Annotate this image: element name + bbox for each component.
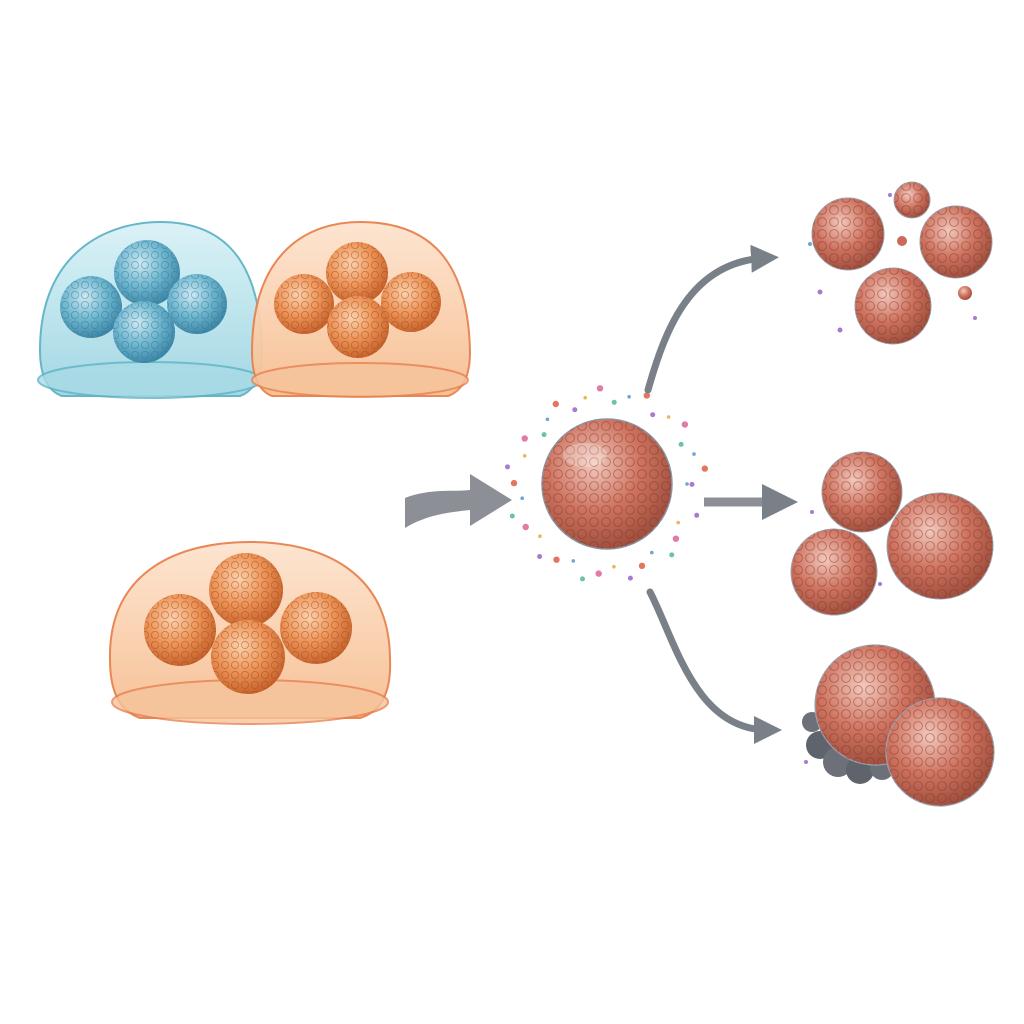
particle <box>612 564 616 569</box>
particle <box>650 550 654 555</box>
particle <box>510 479 518 487</box>
particle <box>553 556 560 563</box>
orange-dome-culture-top <box>250 220 472 398</box>
particle <box>701 465 708 472</box>
particle <box>611 399 617 405</box>
orange-spheroid <box>144 594 216 666</box>
secreted-particles <box>505 385 708 582</box>
orange-spheroid <box>209 553 283 627</box>
particle <box>521 435 528 442</box>
particle <box>627 575 633 581</box>
orange-spheroid <box>327 296 389 358</box>
particle <box>685 482 689 486</box>
red-spheroid <box>893 181 931 219</box>
particle <box>689 481 695 487</box>
blue-spheroid <box>167 274 227 334</box>
particle <box>694 512 700 518</box>
red-spheroid <box>821 451 903 533</box>
particle <box>627 395 631 399</box>
particle <box>545 417 550 422</box>
particle <box>505 464 510 470</box>
outcome-dispersed-spheroids <box>808 181 993 345</box>
red-spheroid <box>886 492 994 600</box>
blue-spheroid <box>114 240 180 306</box>
particle <box>580 576 585 582</box>
particle <box>583 395 587 400</box>
orange-spheroid <box>326 242 388 304</box>
particle <box>520 496 524 501</box>
orange-dome-culture-bottom <box>108 540 392 725</box>
outcome-multiple-spheroids <box>790 451 994 616</box>
orange-spheroid <box>381 272 441 332</box>
particle <box>552 400 559 408</box>
red-spheroid <box>885 697 995 807</box>
particle <box>638 562 646 569</box>
particle <box>678 441 684 447</box>
particle <box>672 535 680 542</box>
red-spheroid <box>958 286 972 300</box>
red-spheroid <box>854 267 932 345</box>
orange-spheroid <box>274 274 334 334</box>
input-arrow-icon <box>405 474 512 528</box>
branch-arrow-down-icon <box>646 588 782 744</box>
particle <box>681 421 689 428</box>
blue-spheroid <box>113 301 175 363</box>
red-spheroid <box>811 197 885 271</box>
particle <box>596 385 604 392</box>
particle <box>676 520 680 525</box>
particle <box>643 392 650 399</box>
particle <box>522 523 529 531</box>
branch-arrow-up-icon <box>644 244 779 394</box>
red-spheroid <box>790 528 878 616</box>
central-aggregate <box>541 418 673 550</box>
outcome-fused-spheroids <box>802 644 995 807</box>
particle <box>509 513 515 519</box>
particle <box>595 570 602 577</box>
particle <box>537 554 543 559</box>
particle <box>541 432 547 438</box>
orange-spheroid <box>211 620 285 694</box>
particle <box>666 415 671 419</box>
orange-spheroid <box>280 592 352 664</box>
particle <box>572 407 578 413</box>
particle <box>522 454 527 458</box>
particle <box>669 552 675 558</box>
particle <box>538 534 542 538</box>
particle <box>692 452 696 456</box>
blue-spheroid <box>60 276 122 338</box>
red-spheroid <box>919 205 993 279</box>
particle <box>571 559 576 563</box>
blue-dome-culture <box>37 220 264 399</box>
particle <box>650 412 656 418</box>
